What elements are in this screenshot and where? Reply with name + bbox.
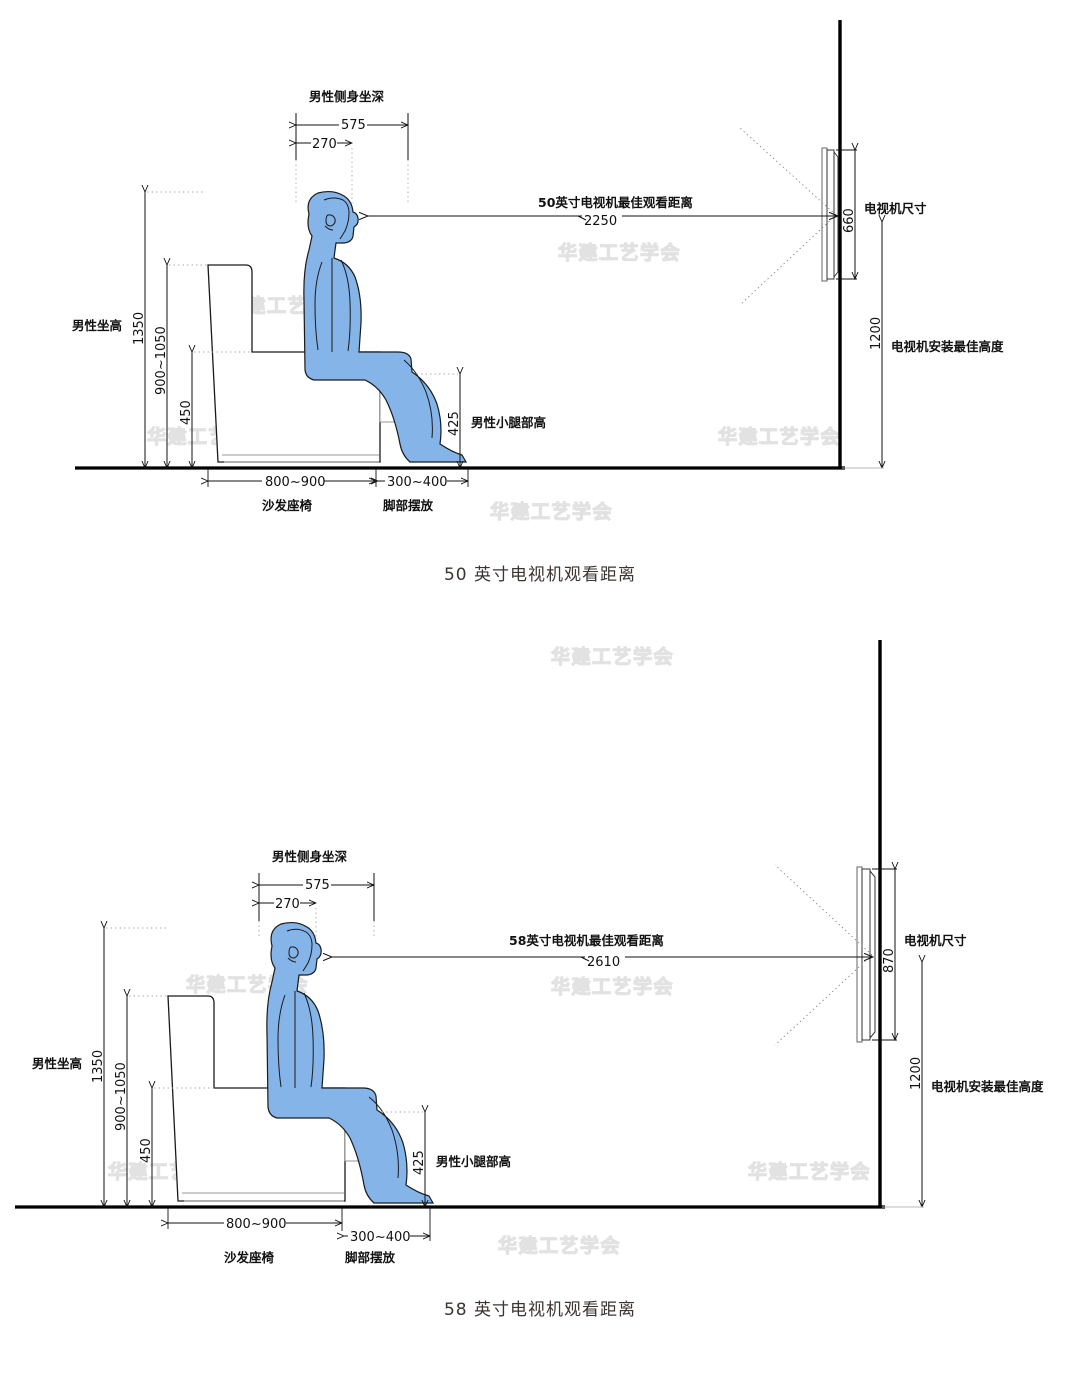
backrest-value: 900~1050 — [154, 326, 169, 395]
tv-mount-value: 1200 — [869, 317, 884, 350]
sitting-height-label: 男性坐高 — [32, 1056, 82, 1071]
seated-figure — [266, 921, 435, 1204]
tv-size-label: 电视机尺寸 — [864, 201, 927, 216]
dim-extension-lines — [295, 148, 409, 205]
dim-seat-height-450: 450 — [139, 1088, 214, 1207]
seat-depth-value: 575 — [341, 118, 366, 133]
dim-viewing-distance: 58英寸电视机最佳观看距离 2610 — [332, 933, 873, 970]
lower-leg-value: 425 — [447, 411, 462, 436]
seat-depth-label: 男性侧身坐深 — [272, 849, 348, 864]
dim-foot-space: 300~400 脚部摆放 — [378, 468, 468, 513]
dim-backrest-900-1050: 900~1050 — [114, 996, 168, 1207]
tv-mount-value: 1200 — [909, 1057, 924, 1090]
watermark: 华建工艺学会 — [551, 975, 674, 998]
lower-leg-label: 男性小腿部高 — [436, 1154, 511, 1169]
watermark: 华建工艺学会 — [551, 645, 674, 668]
watermark: 华建工艺学会 — [718, 425, 841, 448]
seated-figure — [303, 190, 468, 463]
dim-viewing-distance: 50英寸电视机最佳观看距离 2250 — [368, 195, 838, 229]
watermark: 华建工艺学会 — [748, 1160, 871, 1183]
tv-size-label: 电视机尺寸 — [904, 933, 967, 948]
tv-size-value: 660 — [842, 208, 857, 233]
dim-tv-size: 870 电视机尺寸 — [872, 869, 967, 1040]
foot-space-value: 300~400 — [350, 1230, 411, 1245]
tv-mount-label: 电视机安装最佳高度 — [931, 1079, 1044, 1094]
watermark: 华建工艺学会 — [498, 1234, 621, 1257]
tv-panel — [856, 866, 876, 1043]
sofa-base-lines — [182, 1192, 344, 1202]
dim-head-depth-270: 270 — [296, 134, 352, 152]
head-depth-value: 270 — [275, 897, 300, 912]
watermark: 华建工艺学会 — [490, 500, 613, 523]
dim-seat-depth-575: 男性侧身坐深 575 — [296, 89, 408, 160]
watermark: 华建工艺学会 — [558, 241, 681, 264]
seat-depth-label: 男性侧身坐深 — [309, 89, 385, 104]
sofa-base-lines — [222, 454, 379, 463]
foot-space-label: 脚部摆放 — [345, 1250, 396, 1265]
caption-tv-58: 58 英寸电视机观看距离 — [443, 1300, 637, 1320]
sitting-height-label: 男性坐高 — [72, 318, 122, 333]
seat-height-value: 450 — [179, 400, 194, 425]
dim-seat-height-450: 450 — [179, 352, 252, 468]
tv-size-value: 870 — [882, 948, 897, 973]
dim-foot-space: 300~400 脚部摆放 — [344, 1207, 430, 1265]
diagram-tv-50: 华建工艺学会 华建工艺学会 华建工艺学会 华建工艺学会 华建工艺学会 — [0, 0, 1080, 585]
dim-tv-mount-height: 1200 电视机安装最佳高度 — [842, 222, 1004, 468]
dim-lower-leg-425: 425 男性小腿部高 — [412, 374, 546, 468]
foot-space-value: 300~400 — [387, 475, 448, 490]
sitting-height-value: 1350 — [132, 312, 147, 345]
viewing-distance-label: 50英寸电视机最佳观看距离 — [538, 195, 693, 210]
dim-extension-lines — [258, 908, 375, 937]
dim-sofa-width: 800~900 沙发座椅 — [208, 468, 376, 513]
seat-height-value: 450 — [139, 1138, 154, 1163]
viewing-distance-value: 2610 — [587, 955, 620, 970]
dim-head-depth-270: 270 — [259, 894, 316, 912]
dim-tv-mount-height: 1200 电视机安装最佳高度 — [882, 962, 1044, 1207]
lower-leg-label: 男性小腿部高 — [471, 415, 546, 430]
tv-mount-label: 电视机安装最佳高度 — [891, 339, 1004, 354]
dim-backrest-900-1050: 900~1050 — [154, 265, 208, 468]
sofa-width-label: 沙发座椅 — [224, 1250, 275, 1265]
backrest-value: 900~1050 — [114, 1062, 129, 1131]
seat-depth-value: 575 — [305, 878, 330, 893]
foot-space-label: 脚部摆放 — [383, 498, 434, 513]
dim-sofa-width: 800~900 沙发座椅 — [168, 1207, 342, 1265]
dim-sitting-height-1350: 男性坐高 1350 — [72, 192, 205, 468]
viewing-cone — [774, 864, 873, 1046]
lower-leg-value: 425 — [412, 1150, 427, 1175]
dim-sitting-height-1350: 男性坐高 1350 — [32, 928, 167, 1207]
dim-tv-size: 660 电视机尺寸 — [836, 150, 927, 279]
viewing-distance-label: 58英寸电视机最佳观看距离 — [509, 933, 664, 948]
sofa-width-value: 800~900 — [226, 1217, 287, 1232]
head-depth-value: 270 — [312, 137, 337, 152]
diagram-tv-58: 华建工艺学会 华建工艺学会 华建工艺学会 华建工艺学会 华建工艺学会 华建工艺学… — [0, 615, 1080, 1320]
dim-lower-leg-425: 425 男性小腿部高 — [377, 1112, 511, 1207]
sofa-width-label: 沙发座椅 — [262, 498, 313, 513]
dim-seat-depth-575: 男性侧身坐深 575 — [259, 849, 374, 921]
watermark-group: 华建工艺学会 华建工艺学会 华建工艺学会 华建工艺学会 华建工艺学会 — [146, 240, 841, 523]
caption-tv-50: 50 英寸电视机观看距离 — [443, 565, 637, 585]
viewing-distance-value: 2250 — [584, 214, 617, 229]
sitting-height-value: 1350 — [91, 1050, 106, 1083]
sofa-width-value: 800~900 — [265, 475, 326, 490]
